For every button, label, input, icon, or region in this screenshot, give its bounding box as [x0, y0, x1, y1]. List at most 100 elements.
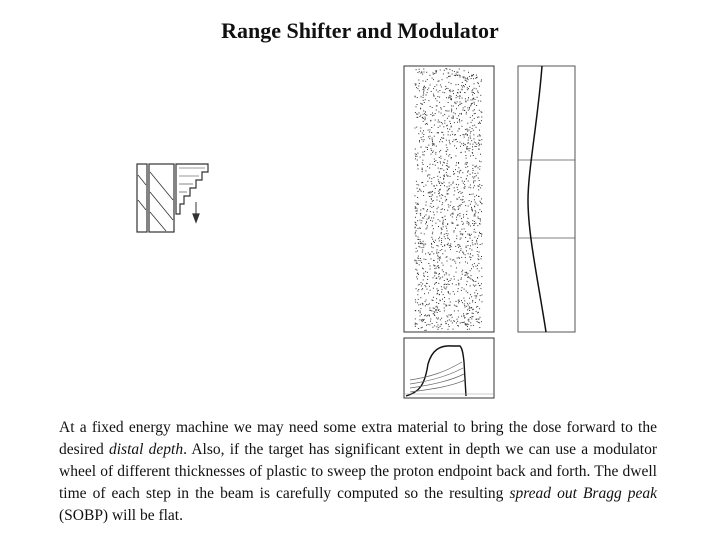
- scatter-dot: [437, 324, 439, 326]
- scatter-dot: [463, 228, 465, 230]
- scatter-dot: [457, 224, 459, 226]
- scatter-dot: [431, 251, 433, 253]
- scatter-dot: [432, 163, 434, 165]
- scatter-dot: [454, 134, 456, 136]
- scatter-dot: [418, 257, 420, 259]
- scatter-dot: [475, 265, 477, 267]
- scatter-dot: [466, 148, 467, 150]
- scatter-dot: [435, 160, 437, 162]
- scatter-dot: [443, 162, 445, 164]
- scatter-dot: [456, 198, 458, 200]
- scatter-dot: [443, 126, 445, 128]
- scatter-dot: [465, 161, 467, 163]
- scatter-dot: [415, 230, 417, 232]
- scatter-dot: [481, 203, 483, 205]
- scatter-dot: [439, 141, 441, 143]
- scatter-dot: [433, 177, 435, 178]
- scatter-dot: [461, 102, 463, 104]
- scatter-dot: [430, 90, 432, 92]
- scatter-dot: [474, 166, 476, 168]
- scatter-dot: [469, 307, 471, 309]
- scatter-dot: [457, 71, 459, 73]
- scatter-dot: [428, 191, 430, 193]
- scatter-dot: [469, 317, 471, 318]
- scatter-dot: [430, 148, 432, 150]
- scatter-dot: [418, 90, 420, 92]
- scatter-dot: [479, 143, 481, 145]
- scatter-dot: [417, 113, 419, 115]
- scatter-dot: [435, 309, 437, 311]
- scatter-dot: [461, 82, 463, 83]
- scatter-dot: [429, 129, 431, 131]
- scatter-dot: [437, 256, 439, 258]
- scatter-dot: [439, 278, 441, 280]
- scatter-dot: [441, 262, 443, 264]
- scatter-dot: [449, 154, 451, 156]
- scatter-dot: [480, 143, 482, 145]
- scatter-dot: [472, 266, 474, 268]
- scatter-dot: [423, 68, 425, 70]
- scatter-dot: [472, 313, 474, 314]
- scatter-dot: [435, 71, 437, 73]
- scatter-dot: [468, 97, 469, 99]
- scatter-dot: [447, 128, 448, 130]
- scatter-dot: [438, 327, 440, 329]
- scatter-dot: [451, 117, 453, 119]
- scatter-dot: [479, 218, 481, 220]
- scatter-dot: [452, 105, 454, 107]
- scatter-dot: [416, 159, 418, 161]
- scatter-dot: [414, 310, 416, 311]
- scatter-dot: [471, 91, 473, 93]
- scatter-dot: [471, 152, 473, 153]
- scatter-dot: [440, 139, 441, 141]
- scatter-dot: [468, 71, 469, 73]
- scatter-dot: [440, 185, 442, 186]
- scatter-dot: [417, 190, 419, 192]
- scatter-dot: [442, 73, 444, 75]
- scatter-dot: [474, 223, 475, 225]
- scatter-dot: [477, 217, 479, 219]
- scatter-dot: [441, 229, 443, 231]
- scatter-dot: [420, 222, 422, 224]
- scatter-dot: [458, 244, 460, 246]
- scatter-dot: [479, 140, 481, 142]
- scatter-dot: [480, 161, 482, 163]
- scatter-dot: [424, 301, 426, 303]
- scatter-dot: [447, 149, 449, 151]
- scatter-dot: [448, 314, 450, 316]
- scatter-dot: [430, 114, 432, 115]
- scatter-dot: [415, 207, 417, 208]
- scatter-dot: [422, 288, 424, 290]
- scatter-dot: [422, 80, 424, 82]
- scatter-dot: [446, 124, 448, 126]
- scatter-dot: [420, 137, 422, 139]
- scatter-dot: [475, 175, 477, 177]
- scatter-dot: [427, 304, 429, 306]
- scatter-dot: [431, 225, 433, 227]
- scatter-dot: [481, 301, 483, 303]
- scatter-dot: [479, 121, 480, 123]
- scatter-dot: [415, 288, 417, 290]
- scatter-dot: [461, 228, 463, 230]
- scatter-dot: [441, 328, 443, 330]
- scatter-dot: [460, 278, 462, 280]
- scatter-dot: [473, 199, 475, 201]
- scatter-dot: [429, 177, 431, 179]
- scatter-dot: [465, 274, 466, 276]
- scatter-dot: [414, 206, 416, 208]
- scatter-dot: [456, 92, 458, 93]
- scatter-dot: [478, 185, 480, 187]
- scatter-dot: [454, 145, 456, 147]
- scatter-dot: [461, 191, 463, 193]
- scatter-dot: [468, 308, 470, 310]
- scatter-dot: [419, 319, 421, 321]
- scatter-dot: [429, 167, 431, 169]
- scatter-dot: [439, 195, 441, 197]
- scatter-dot: [452, 117, 454, 119]
- scatter-dot: [416, 210, 418, 212]
- scatter-dot: [467, 240, 469, 242]
- scatter-dot: [444, 238, 446, 240]
- scatter-dot: [466, 147, 468, 149]
- scatter-dot: [443, 286, 445, 288]
- scatter-dot: [448, 110, 450, 112]
